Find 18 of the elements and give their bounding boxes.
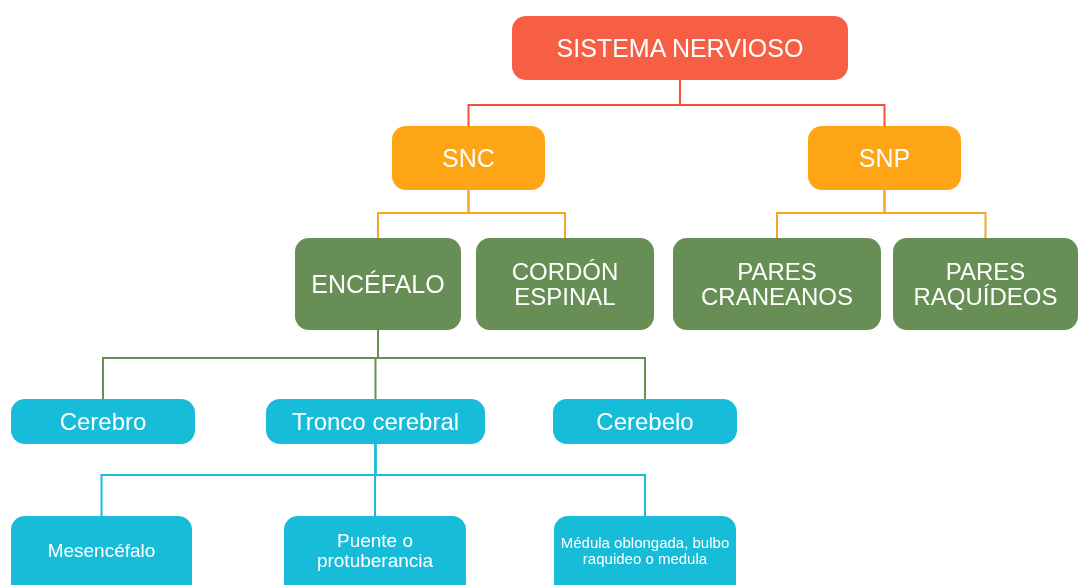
term-box: Puente o protuberancia [284, 516, 466, 585]
connector-line [377, 329, 646, 400]
term-box: Médula oblongada, bulbo raquideo o medula [554, 516, 736, 585]
category-box: CORDÓN ESPINAL [476, 238, 654, 330]
connector-line [679, 79, 886, 127]
connector-line [883, 189, 987, 239]
category-box: PARES RAQUÍDEOS [893, 238, 1078, 330]
category-box: SNP [808, 126, 961, 190]
category-box: PARES CRANEANOS [673, 238, 881, 330]
connector-line [374, 443, 646, 517]
title-box: SISTEMA NERVIOSO [512, 16, 848, 80]
term-box: Cerebelo [553, 399, 737, 444]
term-box: Cerebro [11, 399, 195, 444]
category-box: ENCÉFALO [295, 238, 461, 330]
term-box: Mesencéfalo [11, 516, 192, 585]
term-box: Tronco cerebral [266, 399, 485, 444]
connector-line [467, 189, 566, 239]
category-box: SNC [392, 126, 545, 190]
